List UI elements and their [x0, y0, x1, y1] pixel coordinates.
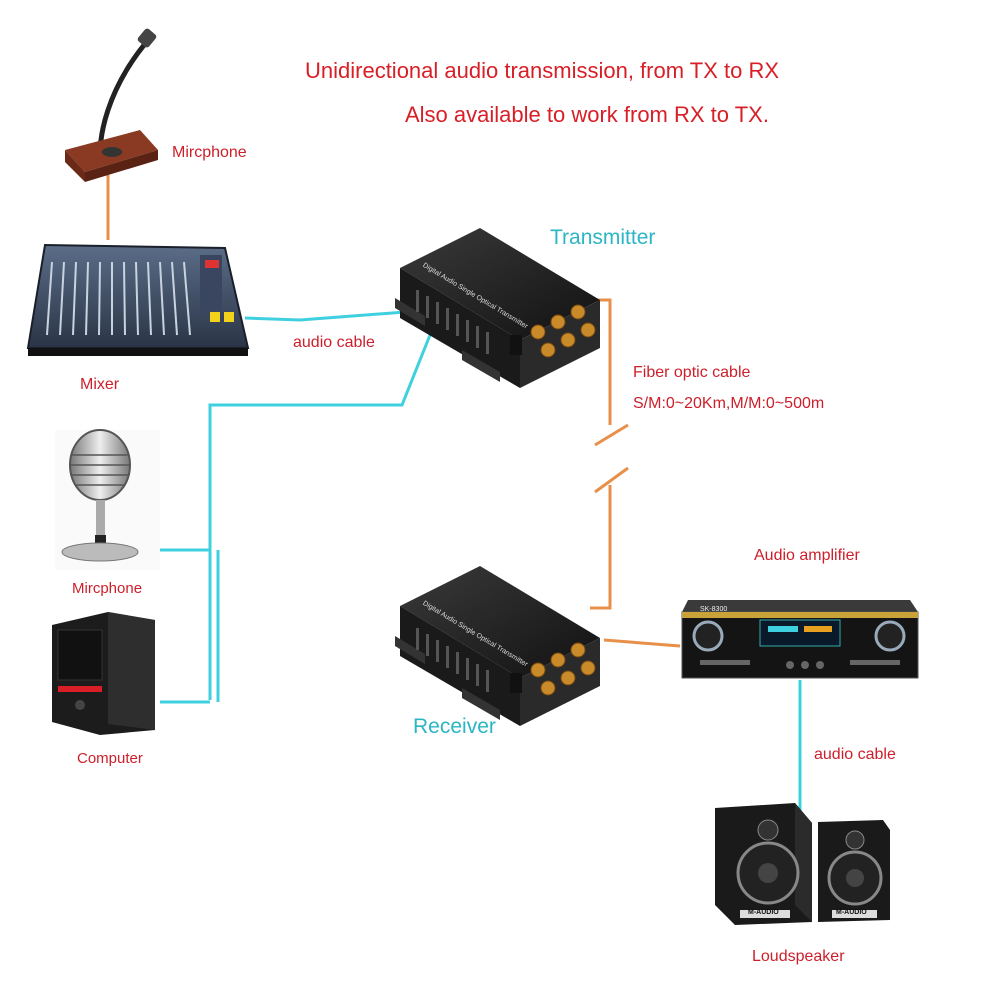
speaker-brand-text-right: M-AUDIO	[836, 909, 867, 916]
microphone-mid-label: Mircphone	[72, 580, 143, 597]
transmitter-device-icon	[395, 228, 600, 388]
transmitter-title: Transmitter	[550, 226, 656, 249]
headline-line-1: Unidirectional audio transmission, from …	[305, 58, 780, 83]
amplifier-model-text: SK-8300	[700, 606, 728, 613]
studio-microphone-icon	[55, 429, 160, 570]
microphone-top-label: Mircphone	[172, 144, 247, 161]
mixer-label: Mixer	[80, 376, 120, 393]
audio-mixer-icon	[26, 243, 250, 356]
fiber-spec-label: S/M:0~20Km,M/M:0~500m	[633, 395, 825, 412]
speaker-brand-text-left: M-AUDIO	[748, 909, 779, 916]
receiver-device-icon	[395, 566, 600, 726]
amplifier-label: Audio amplifier	[754, 547, 860, 564]
headline-line-2: Also available to work from RX to TX.	[405, 102, 769, 127]
loudspeaker-label: Loudspeaker	[752, 948, 845, 965]
computer-tower-icon	[52, 612, 155, 735]
loudspeaker-icon	[715, 803, 890, 925]
audio-cable-label-bottom: audio cable	[814, 746, 896, 763]
audio-cable	[160, 310, 802, 820]
fiber-cable-label: Fiber optic cable	[633, 364, 751, 381]
receiver-title: Receiver	[413, 715, 496, 738]
gooseneck-microphone-icon	[65, 28, 158, 182]
audio-cable-label-top: audio cable	[293, 334, 375, 351]
computer-label: Computer	[77, 750, 143, 767]
audio-amplifier-icon	[681, 600, 919, 679]
